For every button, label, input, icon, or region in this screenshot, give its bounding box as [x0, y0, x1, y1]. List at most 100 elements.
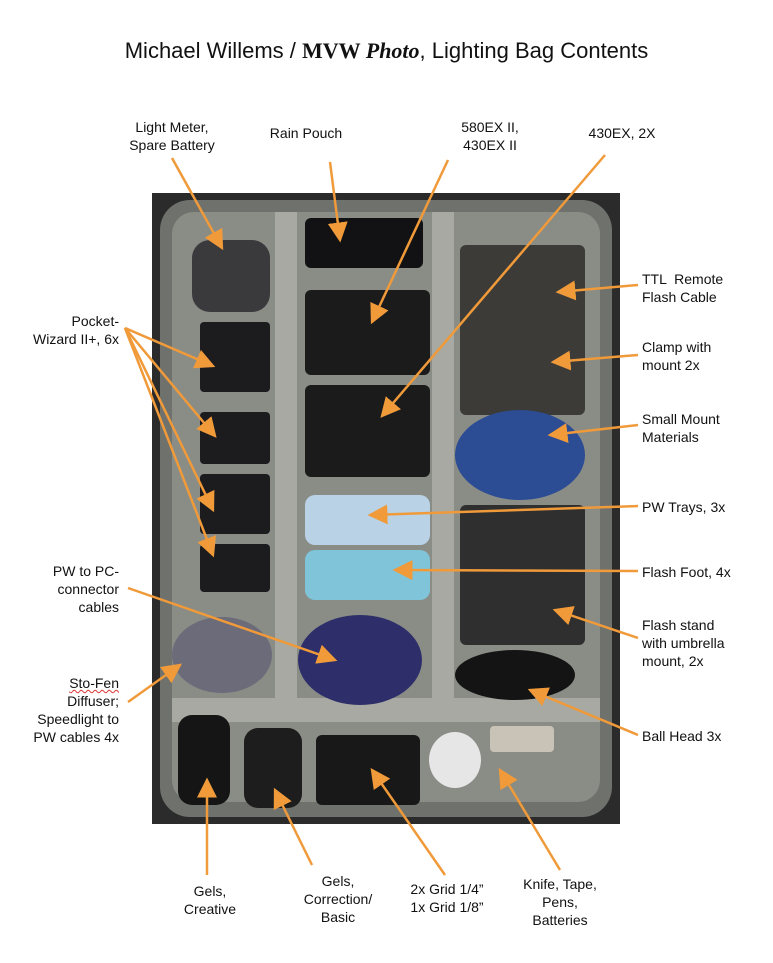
label-line: Gels,: [321, 873, 355, 889]
arrow-flash-foot: [392, 560, 639, 581]
label-line: cables: [78, 599, 119, 615]
label-line: 2x Grid 1/4”: [410, 881, 484, 897]
label-line: Creative: [183, 901, 237, 917]
divider-bottom: [172, 698, 600, 722]
gels-correction: [244, 728, 302, 808]
arrow-pocketwizard-4: [123, 327, 216, 558]
label-line: Spare Battery: [129, 137, 215, 153]
label-flash-foot: Flash Foot, 4x: [642, 564, 731, 580]
pocketwizard: [200, 412, 270, 464]
arrow-light-meter: [170, 157, 224, 251]
arrow-pw-pc: [127, 586, 338, 664]
label-line: 1x Grid 1/8”: [410, 899, 484, 915]
arrow-ball-head: [527, 687, 639, 737]
tape-roll: [429, 732, 481, 788]
arrow-knife: [498, 767, 562, 871]
label-line: with umbrella: [642, 635, 725, 651]
rain-pouch: [305, 218, 423, 268]
label-line: PW to PC-: [52, 563, 119, 579]
arrow-430ex: [380, 154, 606, 418]
label-ball-head: Ball Head 3x: [642, 728, 722, 744]
arrow-gels-correction: [273, 787, 314, 866]
divider-right: [432, 212, 454, 712]
cable-pouch: [298, 615, 422, 705]
arrow-ttl-cable: [555, 280, 639, 301]
label-line: Wizard II+, 6x: [33, 331, 119, 347]
label-flash-stand: Flash stand with umbrella mount, 2x: [642, 616, 724, 670]
ttl-cable-area: [460, 245, 585, 415]
stofen-pouch: [172, 617, 272, 693]
label-clamp: Clamp with mount 2x: [642, 338, 711, 374]
batteries: [490, 726, 554, 752]
label-grid: 2x Grid 1/4” 1x Grid 1/8”: [410, 880, 483, 916]
arrow-pw-trays: [367, 504, 639, 525]
label-light-meter: Light Meter, Spare Battery: [129, 118, 215, 154]
brand-bold: MVW: [301, 38, 361, 63]
arrow-clamp: [550, 350, 639, 371]
label-line: Clamp with: [642, 339, 712, 355]
label-rain-pouch: Rain Pouch: [269, 125, 343, 141]
label-line: Batteries: [532, 912, 588, 928]
label-line: Gels,: [193, 883, 227, 899]
page-title: Michael Willems / MVW Photo, Lighting Ba…: [0, 38, 773, 64]
label-line: 580EX II,: [461, 119, 519, 135]
arrow-pocketwizard-1: [124, 326, 216, 369]
label-line: Flash stand: [642, 617, 715, 633]
label-line: Materials: [642, 429, 699, 445]
label-line: Small Mount: [642, 411, 720, 427]
label-line: Sto-Fen: [69, 675, 119, 691]
grid-case: [316, 735, 420, 805]
pocketwizard: [200, 322, 270, 392]
title-suffix: , Lighting Bag Contents: [419, 38, 649, 63]
arrow-580ex: [370, 159, 450, 325]
arrow-pocketwizard-3: [123, 327, 215, 513]
label-line: Speedlight to: [37, 711, 119, 727]
label-line: Correction/: [303, 891, 373, 907]
arrows: [123, 154, 639, 876]
label-knife: Knife, Tape, Pens, Batteries: [523, 875, 597, 929]
label-line: Knife, Tape,: [523, 876, 597, 892]
label-line: mount, 2x: [642, 653, 704, 669]
label-pocket-wizard: Pocket- Wizard II+, 6x: [33, 312, 119, 348]
divider-left: [275, 212, 297, 712]
pw-tray-cloth: [305, 495, 430, 545]
label-pw-pc: PW to PC-connector cables: [53, 562, 119, 616]
small-mount-cloth: [455, 410, 585, 500]
arrow-stofen: [127, 663, 183, 704]
gels-creative: [178, 715, 230, 805]
label-580ex: 580EX II, 430EX II: [461, 118, 519, 154]
label-line: connector: [57, 581, 119, 597]
pocketwizard: [200, 544, 270, 592]
arrow-small-mount: [547, 423, 639, 443]
flash-580ex: [305, 290, 430, 375]
label-line: PW cables 4x: [33, 729, 119, 745]
label-gels-creative: Gels, Creative: [184, 882, 236, 918]
label-pw-trays: PW Trays, 3x: [642, 499, 726, 515]
label-line: Pocket-: [71, 313, 119, 329]
arrow-pocketwizard-2: [124, 327, 217, 438]
label-line: TTL Remote: [642, 271, 724, 287]
flash-430ex: [305, 385, 430, 477]
arrow-flash-stand: [552, 606, 639, 640]
label-line: 430EX II: [463, 137, 517, 153]
label-430ex: 430EX, 2X: [588, 125, 656, 141]
label-line: Light Meter,: [135, 119, 209, 135]
arrow-rain-pouch: [327, 161, 348, 243]
title-prefix: Michael Willems /: [124, 38, 302, 63]
flash-stand-area: [460, 505, 585, 645]
label-line: Basic: [320, 909, 356, 925]
label-line: Flash Cable: [642, 289, 717, 305]
arrow-grid: [370, 767, 447, 876]
label-line: mount 2x: [642, 357, 700, 373]
label-gels-correction: Gels, Correction/Basic: [304, 872, 372, 926]
brand-italic: Photo: [365, 38, 420, 63]
label-line: Pens,: [542, 894, 578, 910]
label-line: Diffuser;: [67, 693, 119, 709]
brand-name: MVW Photo: [302, 38, 420, 63]
light-meter-pouch: [192, 240, 270, 312]
ball-head-bag: [455, 650, 575, 700]
